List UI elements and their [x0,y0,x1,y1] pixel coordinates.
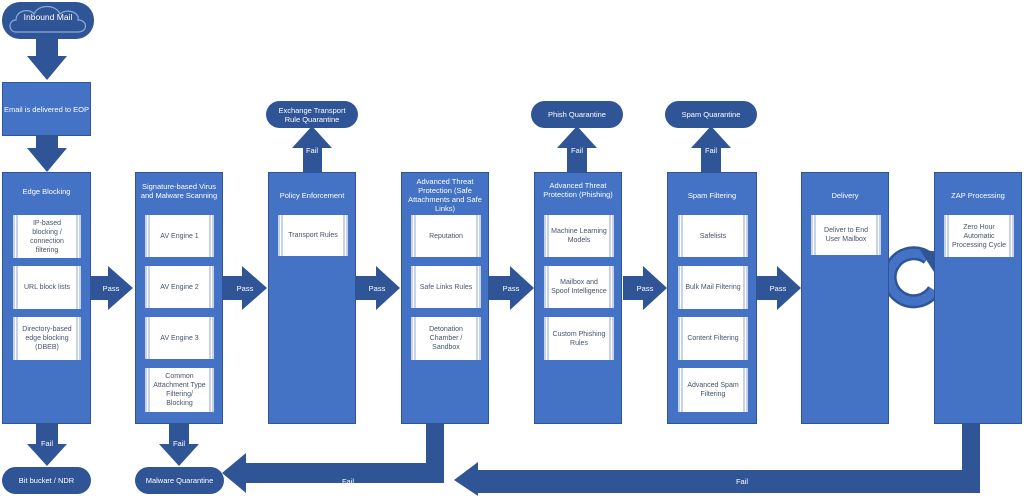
delivered-to-eop-box: Email is delivered to EOP [2,82,91,136]
card-machine-learning: Machine Learning Models [544,215,614,257]
pass-label-4: Pass [502,284,520,293]
column-title: Policy Enforcement [279,191,345,200]
arrow-pass-3 [356,266,400,310]
arrow-fail-spam [691,126,731,172]
column-title: Signature-based Virus and Malware Scanni… [140,182,218,200]
card-safelists: Safelists [678,215,748,257]
pass-label-2: Pass [236,284,254,293]
bit-bucket-ndr: Bit bucket / NDR [2,467,91,494]
phish-quarantine: Phish Quarantine [531,101,623,128]
column-spam-filtering: Spam Filtering Safelists Bulk Mail Filte… [667,172,757,424]
cloud-icon [9,5,87,33]
card-deliver-mailbox: Deliver to End User Mailbox [811,215,881,255]
arrow-pass-2 [222,266,267,310]
arrow-pass-5 [623,266,667,310]
card-content-filtering: Content Filtering [678,317,748,360]
fail-label-edge: Fail [40,439,54,448]
arrow-fail-av [159,424,199,466]
column-title: Edge Blocking [22,187,71,196]
arrow-fail-transport [292,126,332,172]
card-ip-blocking: IP-based blocking / connection filtering [13,215,81,258]
arrow-pass-4 [489,266,534,310]
card-av-engine-1: AV Engine 1 [145,215,214,257]
column-title: Delivery [831,191,859,200]
card-safe-links-rules: Safe Links Rules [411,266,481,308]
card-custom-phishing-rules: Custom Phishing Rules [544,317,614,360]
column-atp-safe-attachments: Advanced Threat Protection (Safe Attachm… [401,172,489,424]
column-delivery: Delivery Deliver to End User Mailbox [801,172,889,424]
card-av-engine-3: AV Engine 3 [145,317,214,359]
fail-label-transport: Fail [305,146,319,155]
pass-label-3: Pass [368,284,386,293]
arrow-pass-6 [757,266,801,310]
card-spoof-intelligence: Mailbox and Spoof Intelligence [544,266,614,308]
card-detonation-chamber: Detonation Chamber / Sandbox [411,317,481,360]
inbound-mail-node: Inbound Mail [2,2,94,39]
card-zap-cycle: Zero Hour Automatic Processing Cycle [944,215,1014,257]
fail-label-zap: Fail [735,477,749,486]
card-reputation: Reputation [411,215,481,257]
inbound-mail-label: Inbound Mail [23,12,73,22]
column-atp-phishing: Advanced Threat Protection (Phishing) Ma… [534,172,622,424]
column-title: Advanced Threat Protection (Safe Attachm… [408,177,482,213]
arrow-fail-edge [27,424,67,466]
fail-label-spam: Fail [704,146,718,155]
arrow-pass-1 [88,266,133,310]
transport-quarantine: Exchange Transport Rule Quarantine [266,101,358,128]
arrow-down-delivered [27,136,67,172]
card-transport-rules: Transport Rules [278,215,348,256]
arrow-fail-phish [557,126,597,172]
pass-label-1: Pass [102,284,120,293]
card-dbeb: Directory-based edge blocking (DBEB) [13,317,81,360]
spam-quarantine: Spam Quarantine [665,101,757,128]
column-title: Advanced Threat Protection (Phishing) [543,181,613,199]
fail-label-atp: Fail [341,477,355,486]
malware-quarantine: Malware Quarantine [135,467,224,494]
column-policy-enforcement: Policy Enforcement Transport Rules [268,172,356,424]
arrow-fail-zap [454,424,980,496]
column-av-scanning: Signature-based Virus and Malware Scanni… [135,172,223,424]
card-av-engine-2: AV Engine 2 [145,266,214,308]
card-bulk-mail-filtering: Bulk Mail Filtering [678,266,748,309]
column-title: Spam Filtering [687,191,737,200]
card-advanced-spam-filtering: Advanced Spam Filtering [678,368,748,412]
arrow-down-inbound [27,39,67,80]
pass-label-6: Pass [769,284,787,293]
fail-label-av: Fail [172,439,186,448]
column-edge-blocking: Edge Blocking IP-based blocking / connec… [2,172,91,424]
arrow-fail-atp [222,424,444,493]
column-title: ZAP Processing [951,191,1005,200]
card-url-block-lists: URL block lists [13,266,81,309]
card-attachment-filtering: Common Attachment Type Filtering/ Blocki… [145,368,214,412]
pass-label-5: Pass [636,284,654,293]
fail-label-phish: Fail [570,146,584,155]
column-zap-processing: ZAP Processing Zero Hour Automatic Proce… [934,172,1022,424]
